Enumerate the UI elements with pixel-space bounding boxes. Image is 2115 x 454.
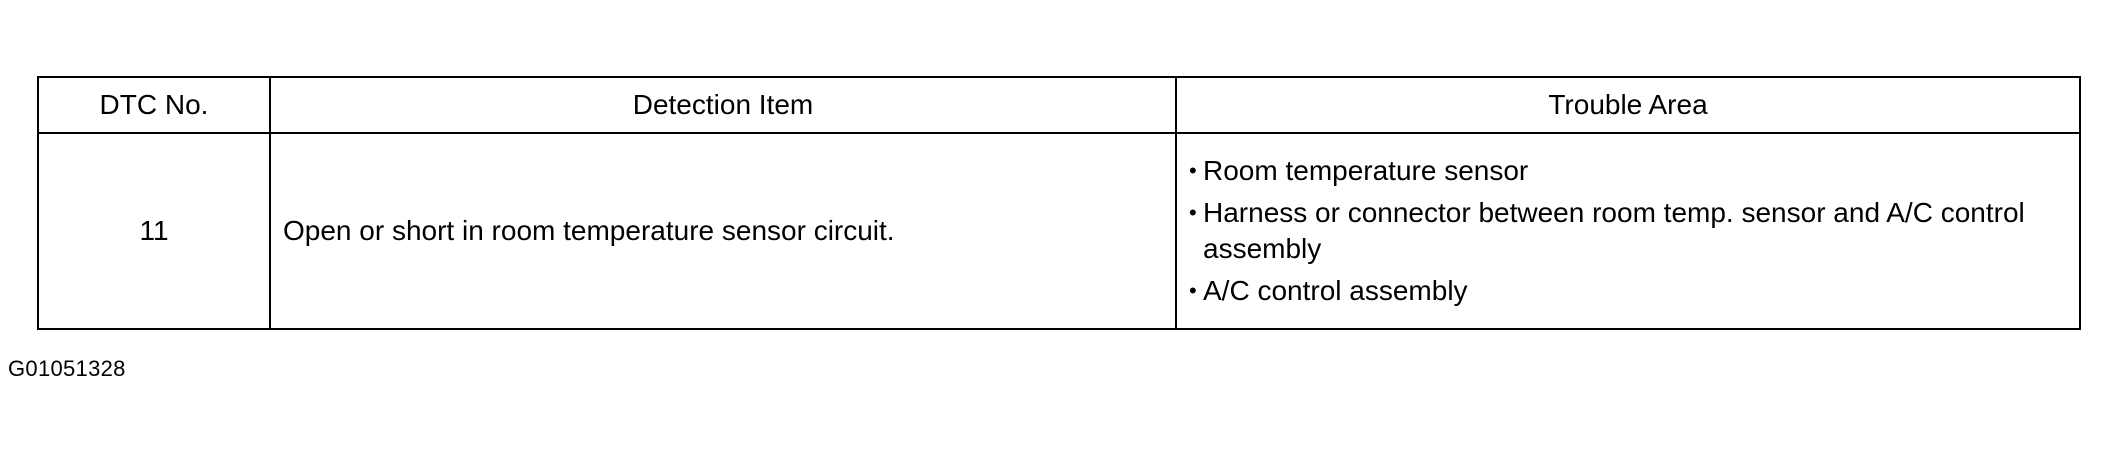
figure-id: G01051328 <box>8 356 126 381</box>
table-header-row: DTC No. Detection Item Trouble Area <box>37 76 2081 134</box>
list-item: • A/C control assembly <box>1189 273 2069 309</box>
cell-dtc-no: 11 <box>37 132 271 330</box>
header-detection-item: Detection Item <box>269 76 1177 134</box>
trouble-area-text: Harness or connector between room temp. … <box>1203 197 2025 264</box>
bullet-icon: • <box>1189 200 1197 225</box>
trouble-area-text: A/C control assembly <box>1203 275 1468 306</box>
bullet-icon: • <box>1189 158 1197 183</box>
list-item: • Room temperature sensor <box>1189 153 2069 189</box>
header-dtc-no: DTC No. <box>37 76 271 134</box>
cell-detection-item: Open or short in room temperature sensor… <box>269 132 1177 330</box>
cell-trouble-area: • Room temperature sensor • Harness or c… <box>1175 132 2081 330</box>
bullet-icon: • <box>1189 278 1197 303</box>
dtc-table: DTC No. Detection Item Trouble Area 11 O… <box>37 76 2081 330</box>
header-trouble-area: Trouble Area <box>1175 76 2081 134</box>
list-item: • Harness or connector between room temp… <box>1189 195 2069 267</box>
table-row: 11 Open or short in room temperature sen… <box>37 132 2081 330</box>
trouble-area-list: • Room temperature sensor • Harness or c… <box>1189 153 2069 309</box>
trouble-area-text: Room temperature sensor <box>1203 155 1529 186</box>
